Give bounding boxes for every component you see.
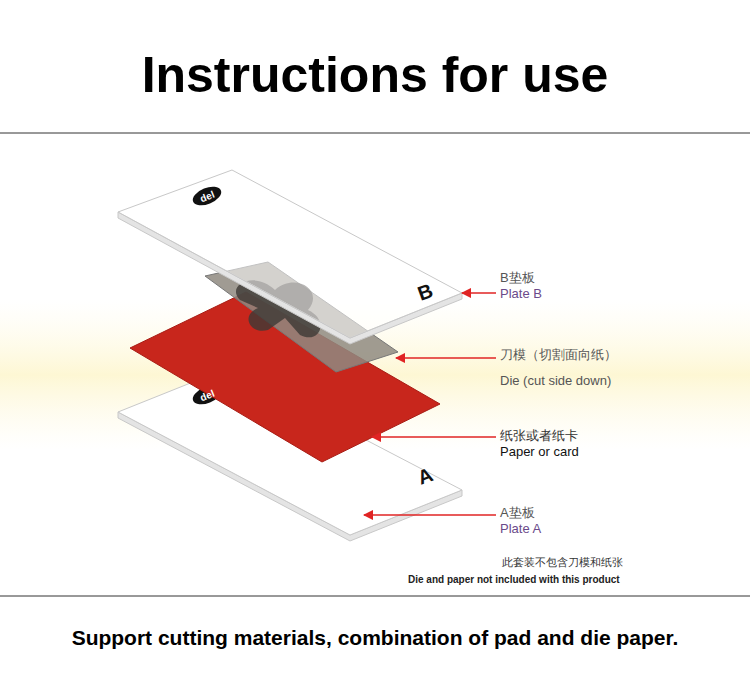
leader-arrows [364, 293, 496, 515]
part-name: Plate A [500, 522, 541, 536]
rule [0, 133, 750, 134]
caption: Support cutting materials, combination o… [0, 626, 750, 649]
part-name-zh: 刀模（切割面向纸） [500, 348, 617, 362]
plate-b [118, 170, 462, 344]
part-name-zh: 纸张或者纸卡 [500, 429, 578, 443]
note: Die and paper not included with this pro… [408, 574, 620, 585]
note-zh: 此套装不包含刀模和纸张 [502, 556, 623, 568]
title: Instructions for use [0, 48, 750, 103]
part-name: Plate B [500, 287, 542, 301]
rule [0, 596, 750, 597]
part-name-zh: B垫板 [500, 271, 535, 285]
part-name-zh: A垫板 [500, 506, 535, 520]
part-name: Paper or card [500, 445, 579, 459]
part-name: Die (cut side down) [500, 374, 611, 388]
